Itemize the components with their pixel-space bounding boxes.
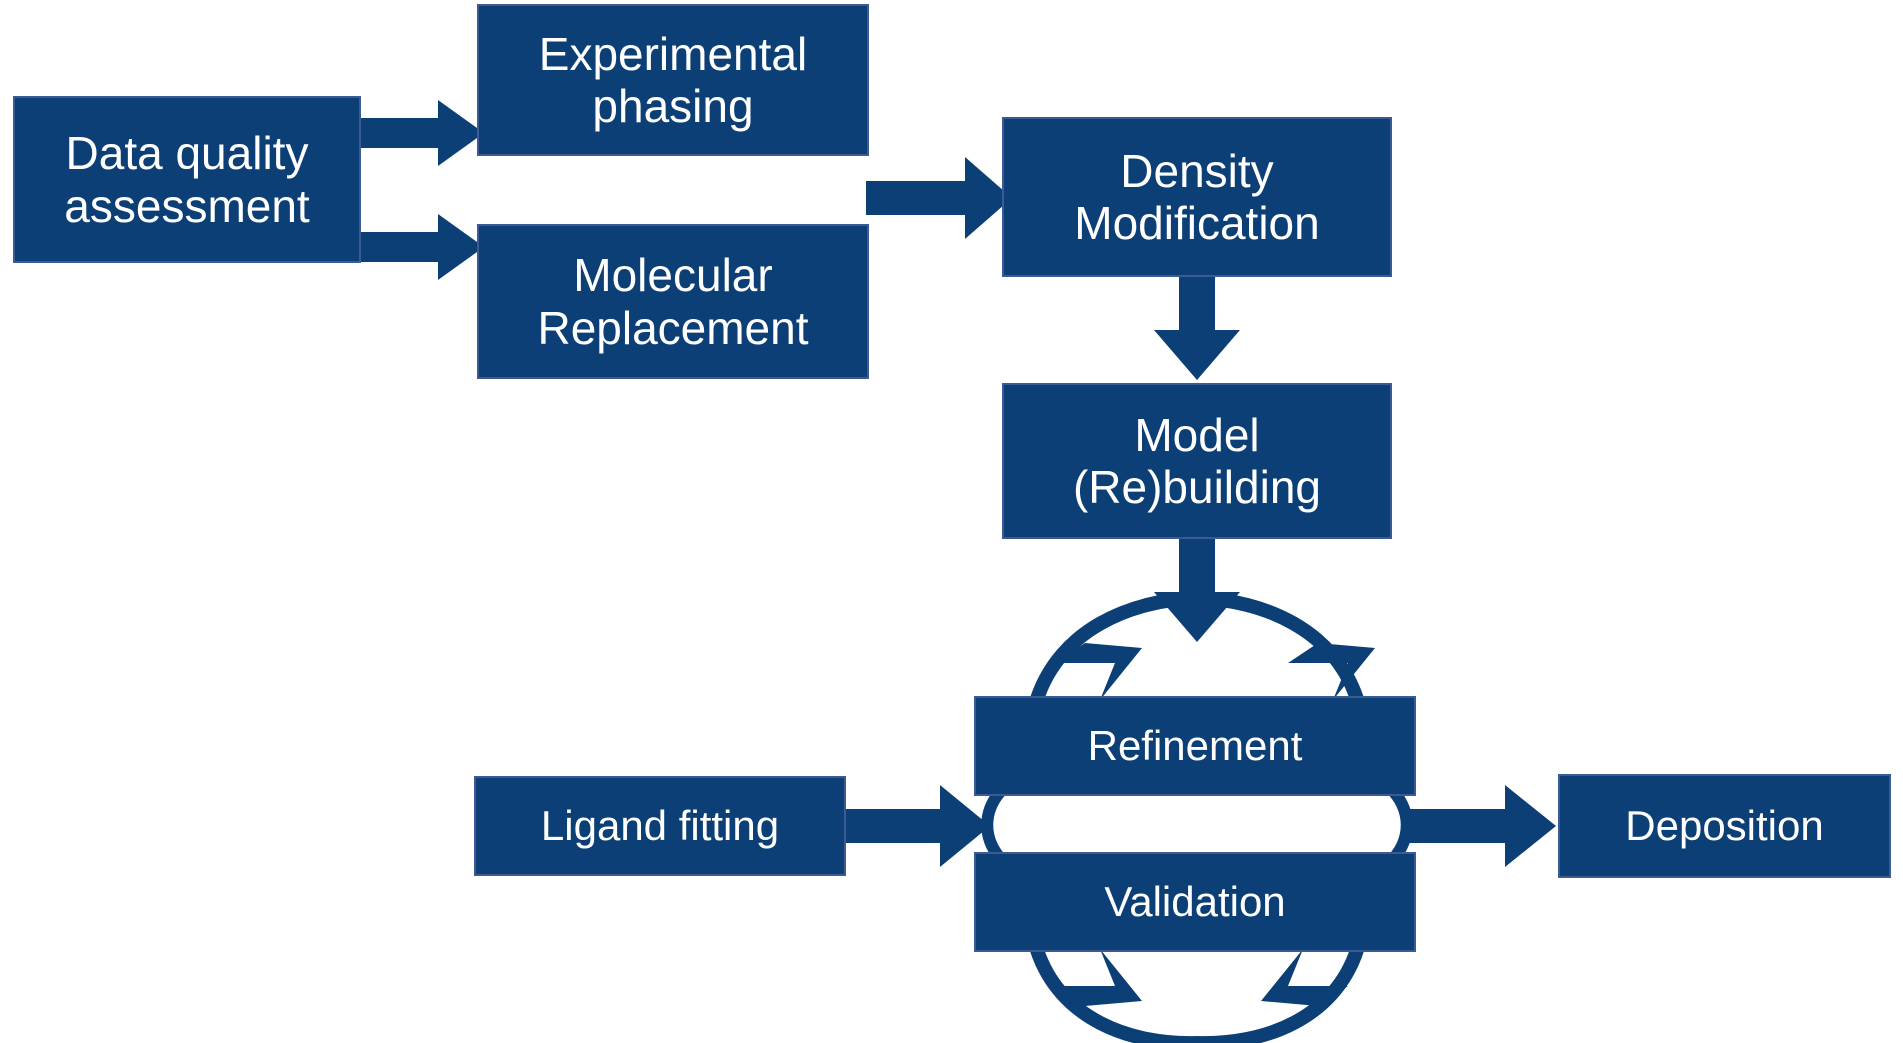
arrow-model-rebuilding-to-refinement <box>1154 537 1240 642</box>
node-label-data-quality-assessment: Data quality assessment <box>64 127 310 232</box>
node-label-ligand-fitting: Ligand fitting <box>540 802 780 850</box>
node-refinement[interactable]: Refinement <box>974 696 1416 796</box>
node-label-model-rebuilding: Model (Re)building <box>1072 408 1321 513</box>
node-label-validation: Validation <box>1104 878 1286 926</box>
cycle-left-ring-segment <box>981 788 1005 862</box>
node-ligand-fitting[interactable]: Ligand fitting <box>474 776 846 876</box>
node-label-refinement: Refinement <box>1087 722 1303 770</box>
arrow-phasing-to-density-modification <box>866 157 1012 239</box>
arrow-ligand-fitting-to-refinement-cycle <box>840 785 990 867</box>
cycle-top-arc-arrow <box>1030 590 1375 706</box>
node-model-rebuilding[interactable]: Model (Re)building <box>1002 383 1392 539</box>
node-label-molecular-replacement: Molecular Replacement <box>537 249 809 354</box>
arrow-data-quality-to-experimental-phasing <box>355 100 484 166</box>
node-density-modification[interactable]: Density Modification <box>1002 117 1392 277</box>
node-label-experimental-phasing: Experimental phasing <box>538 27 808 132</box>
node-label-density-modification: Density Modification <box>1074 144 1320 249</box>
node-label-deposition: Deposition <box>1625 802 1824 850</box>
node-experimental-phasing[interactable]: Experimental phasing <box>477 4 869 156</box>
arrow-density-modification-to-model-rebuilding <box>1154 275 1240 380</box>
arrow-cycle-to-deposition <box>1404 785 1556 867</box>
node-validation[interactable]: Validation <box>974 852 1416 952</box>
arrow-data-quality-to-molecular-replacement <box>355 214 484 280</box>
node-data-quality-assessment[interactable]: Data quality assessment <box>13 96 361 263</box>
node-molecular-replacement[interactable]: Molecular Replacement <box>477 224 869 379</box>
cycle-bottom-arc-arrow <box>1030 943 1364 1043</box>
node-deposition[interactable]: Deposition <box>1558 774 1891 878</box>
